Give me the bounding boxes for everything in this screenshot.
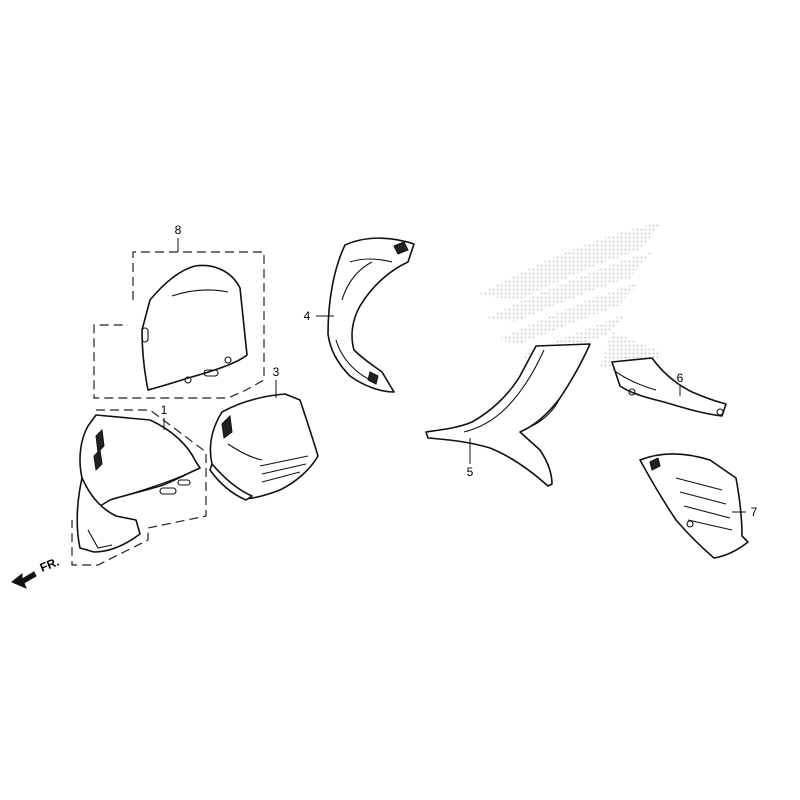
part-1-front-cowl: [76, 414, 201, 553]
callout-3: 3: [273, 365, 280, 379]
callout-1: 1: [161, 403, 168, 417]
part-4-inner-cover: [316, 237, 415, 393]
part-1-group-outline: [71, 409, 207, 566]
part-8-group-outline: [93, 251, 265, 399]
callout-8: 8: [175, 223, 182, 237]
callout-7: 7: [751, 505, 758, 519]
part-7-lower-vent-cover: [639, 453, 749, 559]
callout-5: 5: [467, 465, 474, 479]
part-3-inner-panel: [209, 380, 319, 501]
front-label: FR.: [38, 555, 61, 575]
callout-6: 6: [677, 371, 684, 385]
part-5-side-cowl: [425, 343, 591, 487]
callout-4: 4: [304, 309, 311, 323]
front-arrow-icon: [11, 571, 37, 589]
part-8-windscreen: [141, 238, 248, 391]
part-6-small-panel: [611, 357, 727, 417]
